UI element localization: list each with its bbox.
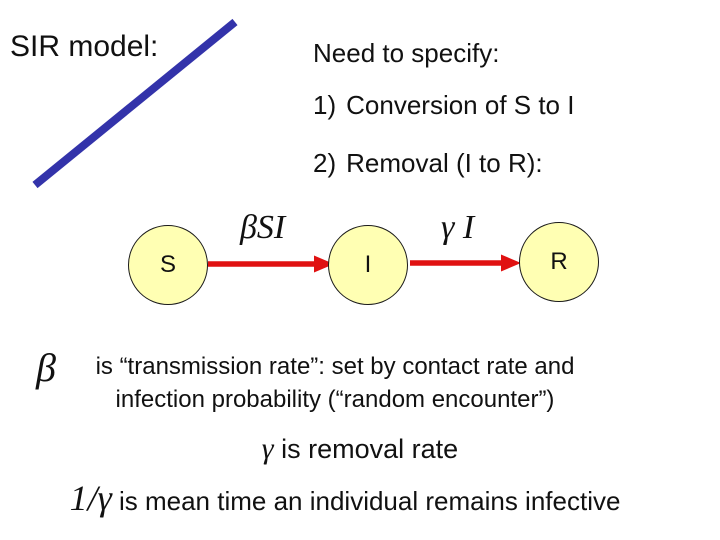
node-infective-label: I [364,251,372,278]
blue-diagonal-line [32,18,238,189]
node-susceptible-label: S [159,251,176,278]
specify-item-2: 2) Removal (I to R): [313,148,543,179]
specify-item-1: 1) Conversion of S to I [313,90,574,121]
specify-item-1-number: 1) [313,90,337,120]
gamma-note-text: is removal rate [273,434,459,464]
inverse-gamma-symbol: 1/γ [69,478,112,518]
node-removed: R [519,222,599,302]
gamma-note: γ is removal rate [0,432,720,466]
beta-note-line-1: is “transmission rate”: set by contact r… [95,353,575,380]
edge-label-gamma-i: γ I [441,209,475,246]
beta-note: is “transmission rate”: set by contact r… [40,350,630,416]
specify-item-2-text: Removal (I to R): [346,148,543,178]
flow-arrows [208,254,521,273]
node-susceptible: S [128,225,208,305]
beta-symbol: β [36,345,56,390]
inverse-gamma-note: 1/γ is mean time an individual remains i… [0,478,690,521]
arrow-i-to-r-head [501,254,521,272]
node-infective: I [328,225,408,305]
page-title: SIR model: [10,30,159,63]
arrow-s-to-i-head [314,255,334,273]
gamma-symbol: γ [261,432,274,465]
specify-item-2-number: 2) [313,148,337,178]
inverse-gamma-note-text: is mean time an individual remains infec… [111,486,621,516]
specify-item-1-text: Conversion of S to I [346,90,575,120]
specify-header: Need to specify: [313,38,500,68]
beta-note-line-2: infection probability (“random encounter… [115,386,555,413]
node-removed-label: R [550,248,568,275]
edge-label-beta-si: βSI [240,209,286,246]
blue-diagonal-line-stroke [32,18,238,189]
